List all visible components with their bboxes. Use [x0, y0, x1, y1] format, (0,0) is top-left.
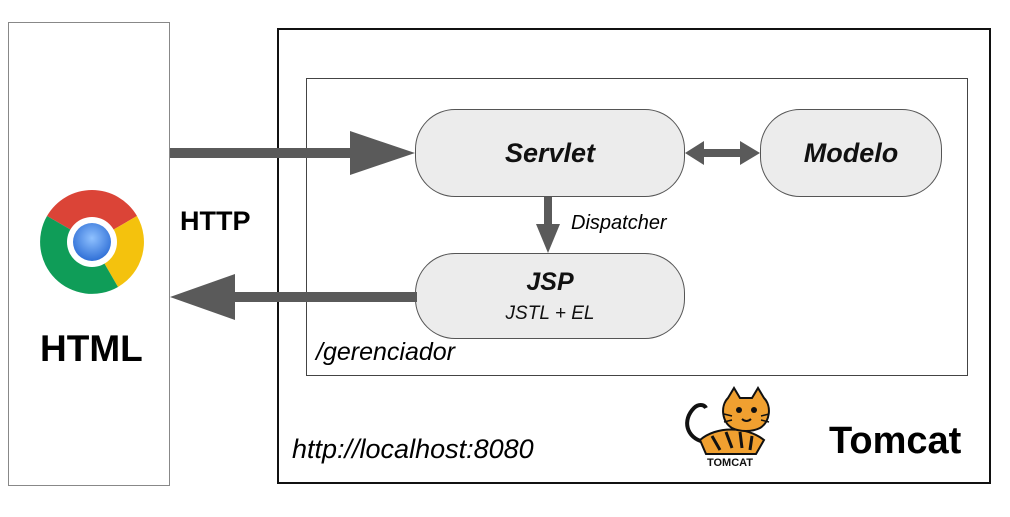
context-path-label: /gerenciador: [316, 338, 455, 366]
servlet-label: Servlet: [504, 137, 596, 168]
response-arrowhead: [170, 274, 235, 320]
browser-label: HTML: [40, 328, 143, 369]
tomcat-logo-icon: TOMCAT: [685, 386, 770, 469]
model-label: Modelo: [803, 137, 899, 168]
model-node: Modelo: [760, 109, 942, 197]
protocol-label: HTTP: [180, 206, 251, 236]
tomcat-logo-text: TOMCAT: [707, 457, 753, 469]
server-url-label: http://localhost:8080: [292, 434, 534, 464]
dispatcher-label: Dispatcher: [571, 212, 667, 234]
jsp-node: JSP JSTL + EL: [415, 253, 685, 339]
servlet-node: Servlet: [415, 109, 685, 197]
chrome-browser-icon: [40, 190, 144, 294]
jsp-title: JSP: [526, 267, 574, 296]
jsp-subtitle: JSTL + EL: [505, 302, 595, 324]
server-name-label: Tomcat: [829, 420, 962, 462]
